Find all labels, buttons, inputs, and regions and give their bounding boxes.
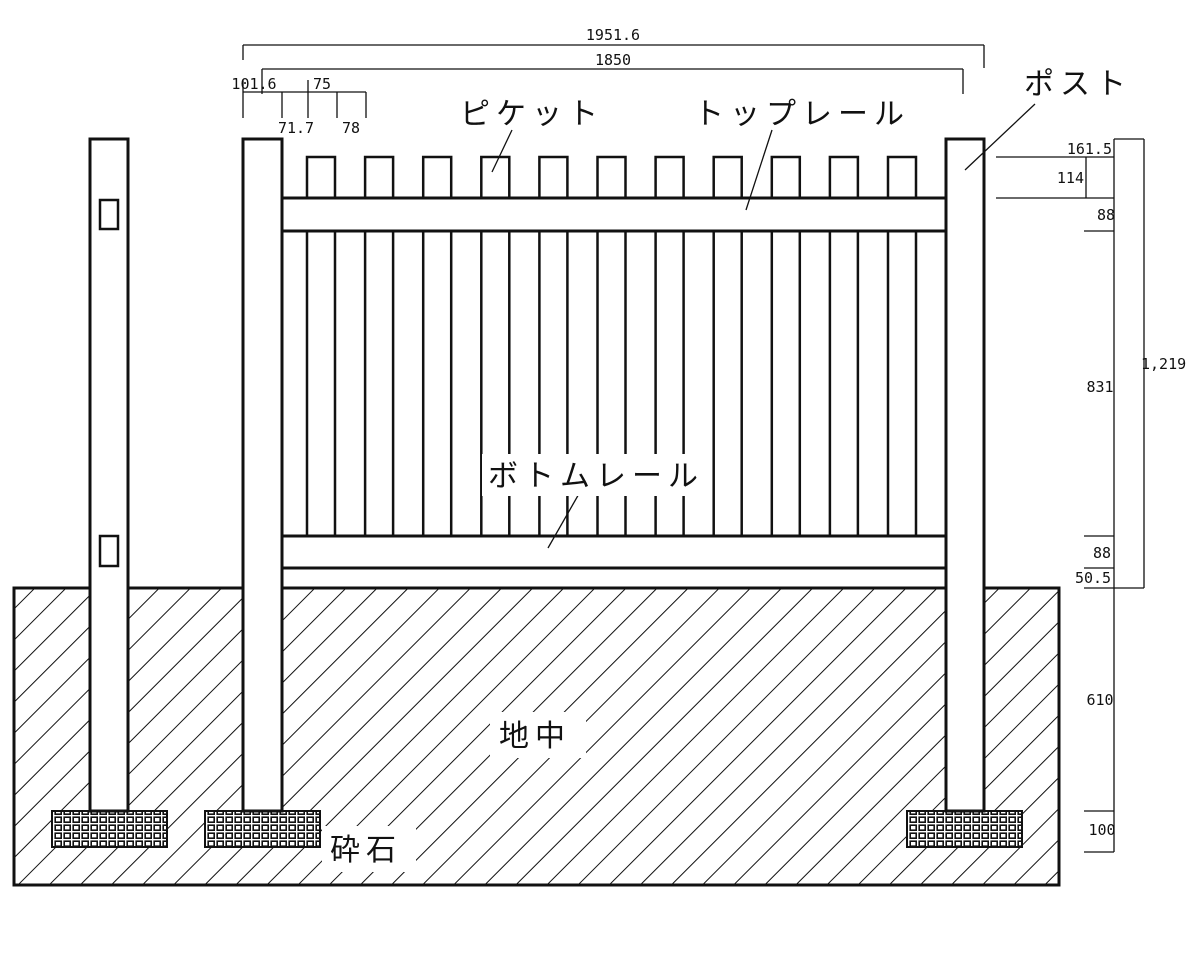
dim-picket-pitch: 75 [313, 75, 331, 93]
top-rail [280, 196, 948, 233]
gravel-footing-middle [204, 810, 321, 848]
dim-picket-top-inner: 114 [1057, 169, 1084, 187]
dim-gravel-depth: 100 [1088, 821, 1115, 839]
label-gravel: 砕石 [330, 833, 402, 868]
top-dimensions [242, 44, 985, 118]
gravel-footing-right [906, 810, 1023, 848]
dim-post-width: 101.6 [231, 75, 276, 93]
post-slot-lower [98, 534, 120, 568]
picket-top [712, 155, 743, 198]
picket-top [480, 155, 511, 198]
post-slot-upper [98, 198, 120, 231]
label-post: ポスト [1024, 67, 1132, 102]
label-gravel-bg [322, 826, 416, 872]
picket-top [421, 155, 453, 198]
dim-picket-middle: 831 [1086, 378, 1113, 396]
leader-lines [491, 103, 1036, 549]
picket-top [596, 155, 627, 198]
dim-overall: 1951.6 [586, 26, 640, 44]
dim-span: 1850 [595, 51, 631, 69]
label-top-rail: トップレール [694, 97, 910, 132]
picket-top [305, 155, 337, 198]
part-labels: ピケット トップレール ポスト ボトムレール 地中 砕石 [322, 67, 1132, 872]
leader-post [964, 103, 1036, 171]
ground-outline [12, 586, 1061, 887]
dim-burial-depth: 610 [1086, 691, 1113, 709]
picket-top [828, 155, 860, 198]
label-bottom-rail-bg [482, 454, 690, 496]
label-underground-bg [490, 712, 586, 758]
post-left [88, 137, 130, 813]
leader-picket [491, 129, 513, 173]
picket-top [363, 155, 395, 198]
dim-total-height: 1,219 [1141, 355, 1186, 373]
dim-picket-gap: 71.7 [278, 119, 314, 137]
top-dimension-labels: 1951.6 1850 101.6 75 71.7 78 [231, 26, 640, 137]
label-picket: ピケット [460, 97, 604, 132]
dim-top-rail: 88 [1097, 206, 1115, 224]
pickets-group [305, 155, 918, 536]
rails [280, 196, 948, 570]
post-right [944, 137, 986, 813]
bottom-rail [280, 534, 948, 570]
side-dimension-labels: 161.5 114 88 831 1,219 88 50.5 610 100 [1057, 140, 1186, 839]
label-bottom-rail: ボトムレール [488, 459, 704, 494]
picket-top [770, 155, 802, 198]
dim-picket-width: 78 [342, 119, 360, 137]
posts [88, 137, 986, 813]
post-middle [241, 137, 284, 813]
leader-bottom-rail [547, 491, 581, 549]
label-underground: 地中 [499, 719, 571, 754]
leader-top-rail [745, 129, 773, 211]
picket-top [886, 155, 918, 198]
dim-bottom-rail: 88 [1093, 544, 1111, 562]
picket-top [654, 155, 685, 198]
picket-top [538, 155, 569, 198]
gravel-footing-left [51, 810, 168, 848]
side-dimensions [996, 138, 1145, 853]
dim-bottom-gap: 50.5 [1075, 569, 1111, 587]
dim-picket-top: 161.5 [1067, 140, 1112, 158]
